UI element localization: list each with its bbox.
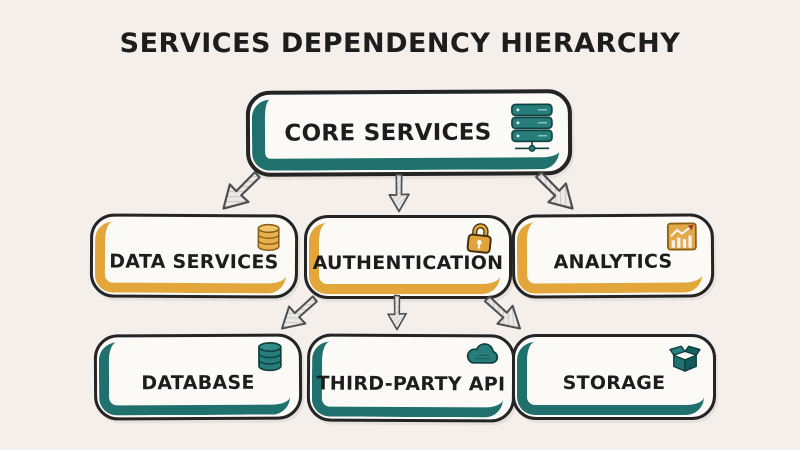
- node-third-party-api: THIRD-PARTY API: [306, 333, 516, 423]
- diagram-title: SERVICES DEPENDENCY HIERARCHY: [119, 28, 681, 59]
- node-label: DATABASE: [141, 371, 255, 395]
- cloud-icon: [465, 342, 499, 369]
- database-cylinder-icon: [256, 223, 281, 256]
- database-cylinder-icon: [257, 342, 283, 377]
- node-authentication: AUTHENTICATION: [304, 215, 512, 299]
- node-database: DATABASE: [93, 333, 303, 421]
- padlock-icon: [464, 221, 495, 261]
- node-core-services: CORE SERVICES: [245, 89, 573, 177]
- server-stack-icon: [510, 103, 554, 157]
- node-label: STORAGE: [562, 372, 666, 394]
- open-box-icon: [669, 343, 701, 377]
- node-analytics: ANALYTICS: [511, 213, 715, 299]
- node-label: CORE SERVICES: [284, 119, 492, 147]
- node-storage: STORAGE: [512, 334, 716, 420]
- node-data-services: DATA SERVICES: [89, 213, 299, 299]
- arrow-core-to-authentication: [382, 173, 416, 217]
- bar-chart-icon: [666, 222, 697, 254]
- arrow-authentication-to-third-party-api: [381, 294, 413, 335]
- node-label: DATA SERVICES: [109, 250, 279, 274]
- node-label: AUTHENTICATION: [312, 252, 504, 274]
- node-label: ANALYTICS: [553, 250, 673, 274]
